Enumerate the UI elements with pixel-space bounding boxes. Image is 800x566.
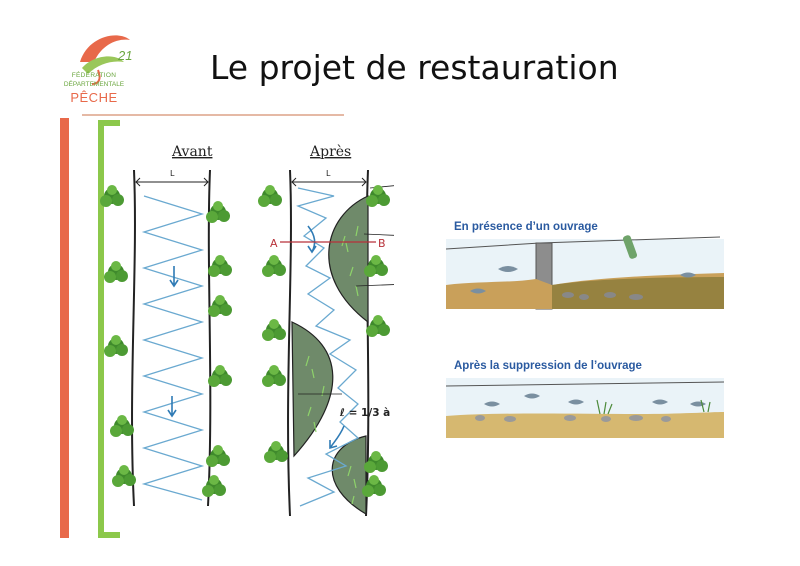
red-accent-bar [60,118,69,538]
dam-illustration [445,235,724,310]
panel-with-dam: En présence d’un ouvrage [440,215,730,315]
fish-icon [568,399,584,405]
panel-after-removal-title: Après la suppression de l’ouvrage [454,360,642,372]
flow-arrow-icon [307,225,317,254]
flow-arrow-icon [169,266,179,288]
riparian-trees-after [258,185,390,497]
flow-arrow-icon [167,396,177,418]
fish-icon [680,272,696,278]
width-label-after: L [326,169,331,178]
title-underline [82,114,344,116]
green-bracket-vertical [98,120,104,538]
fish-icon [498,266,518,272]
green-bracket-top [98,120,120,126]
left-bank-bench [291,321,334,458]
fish-emblem-icon [80,35,130,85]
width-label-before: L [170,169,175,178]
logo-line-1: FÉDÉRATION [71,72,117,79]
fish-icon [484,401,500,407]
point-a-label: A [270,237,278,250]
restored-river-illustration [445,378,725,438]
logo-line-2: DÉPARTEMENTALE [63,81,125,88]
low-flow-meander [141,195,205,501]
before-label: Avant [171,144,213,160]
river-restoration-diagram: Avant Après L L [100,144,394,517]
ratio-label: ℓ = 1/3 à 2/3 [339,407,394,419]
right-bank-bench [328,195,369,324]
logo-line-3: PÊCHE [70,90,118,105]
panel-with-dam-title: En présence d’un ouvrage [454,221,598,233]
fish-icon [524,393,540,399]
panel-after-removal: Après la suppression de l’ouvrage [440,358,730,446]
before-channel: L [131,169,212,507]
point-b-label: B [378,237,386,250]
fish-icon [652,399,668,405]
after-label: Après [309,144,351,160]
logo-number: 21 [118,48,133,63]
green-bracket-bottom [98,532,120,538]
flow-arrow-icon [329,425,345,450]
after-channel: L A B ( R Pl ℓ = 1/3 à 2/3 [270,169,394,517]
slide-title: Le projet de restauration [210,48,619,87]
riparian-trees-before [100,185,232,497]
federation-logo: 21 FÉDÉRATION DÉPARTEMENTALE PÊCHE [58,22,168,122]
bottle-icon [622,235,638,259]
fish-icon [470,288,486,294]
